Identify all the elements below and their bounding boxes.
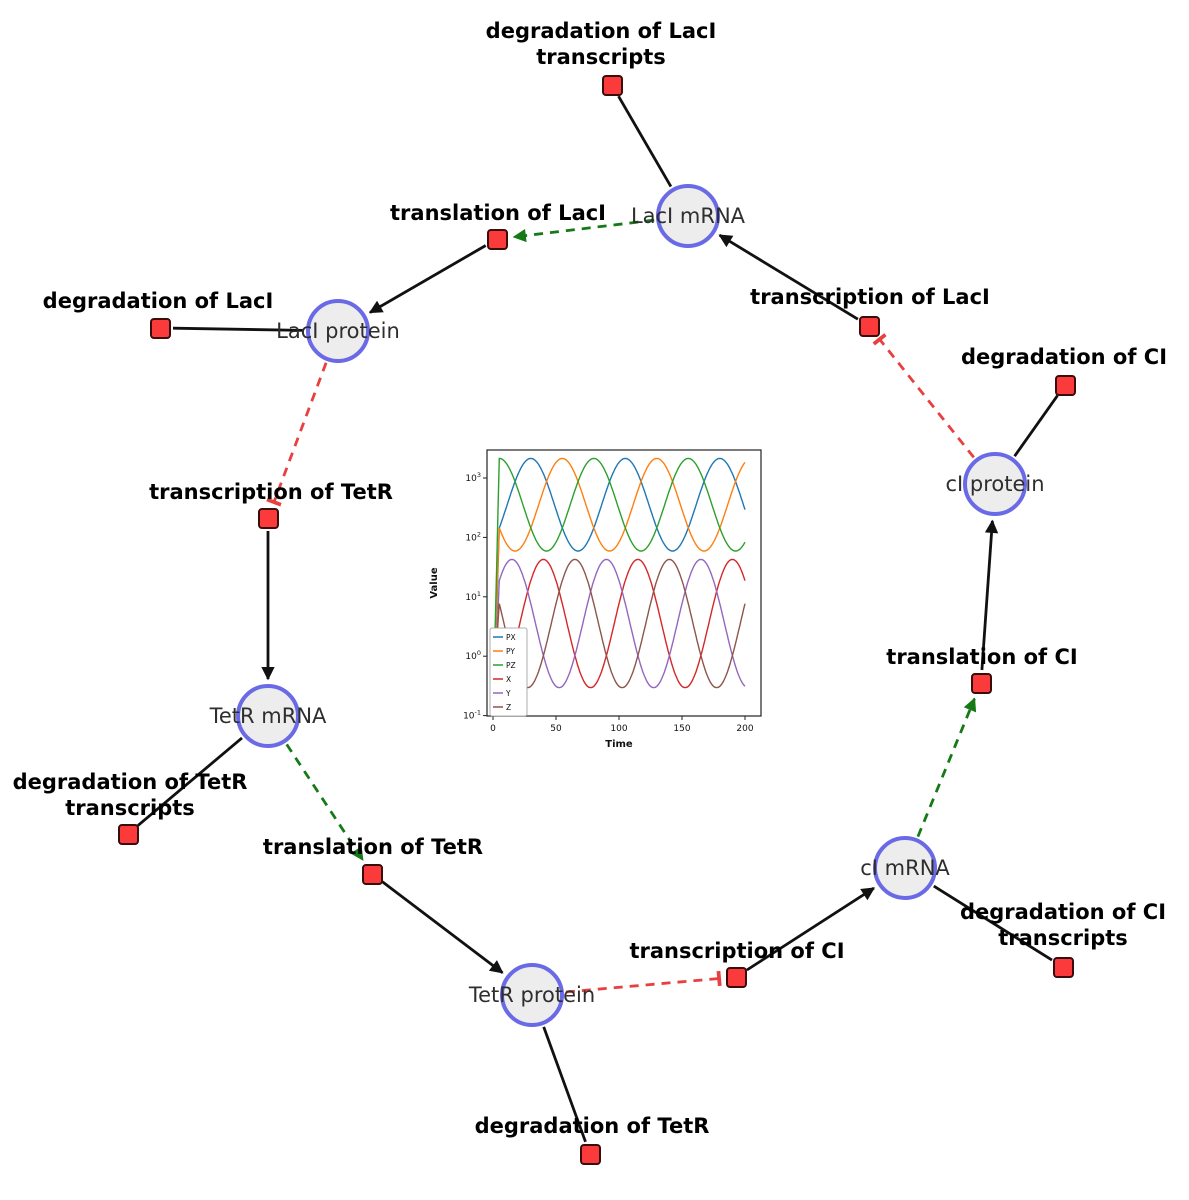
y-tick-label: 100	[465, 649, 481, 662]
x-tick-label: 50	[550, 724, 562, 734]
consumption-edge-laci-mrna-to-degradation-of-laci-transcripts	[617, 95, 673, 188]
legend-label-py: PY	[506, 647, 515, 656]
legend-label-x: X	[506, 675, 511, 684]
consumption-edge-tetr-mrna-to-degradation-of-tetr-transcripts	[136, 736, 243, 827]
legend-box	[489, 627, 528, 717]
consumption-edge-ci-mrna-to-degradation-of-ci-transcripts	[933, 884, 1053, 962]
modifier-edge-tetr-mrna-to-translation-of-tetr	[285, 743, 364, 861]
consumption-edge-laci-protein-to-degradation-of-laci	[172, 326, 305, 332]
y-tick-label: 102	[465, 530, 481, 543]
legend-label-pz: PZ	[506, 661, 516, 670]
production-edge-translation-of-tetr-to-tetr-protein	[381, 880, 504, 974]
production-edge-transcription-of-laci-to-laci-mrna	[718, 234, 859, 321]
y-tick-label: 10-1	[463, 709, 481, 722]
series-line-px	[492, 457, 746, 716]
modifier-edge-ci-mrna-to-translation-of-ci	[916, 697, 977, 838]
x-tick-label: 200	[736, 724, 753, 734]
x-tick-label: 0	[490, 724, 496, 734]
consumption-edge-tetr-protein-to-degradation-of-tetr	[542, 1026, 587, 1143]
series-line-y	[492, 558, 746, 716]
y-tick-label: 101	[465, 590, 481, 603]
consumption-edge-ci-protein-to-degradation-of-ci	[1013, 394, 1059, 458]
inhibition-edge-laci-protein-to-transcription-of-tetr	[266, 362, 328, 507]
production-edge-translation-of-ci-to-ci-protein	[980, 519, 999, 671]
series-line-py	[492, 457, 746, 716]
legend-label-z: Z	[506, 703, 511, 712]
legend-label-px: PX	[506, 633, 516, 642]
y-axis-label: Value	[429, 567, 440, 598]
series-line-x	[492, 558, 746, 716]
series-line-z	[492, 558, 746, 716]
production-edge-transcription-of-ci-to-ci-mrna	[746, 886, 876, 972]
x-tick-label: 100	[610, 724, 627, 734]
production-edge-translation-of-laci-to-laci-protein	[368, 244, 487, 314]
modifier-edge-laci-mrna-to-translation-of-laci	[512, 218, 655, 243]
x-tick-label: 150	[673, 724, 690, 734]
x-axis-label: Time	[605, 739, 633, 750]
series-line-pz	[492, 457, 746, 716]
y-tick-label: 103	[465, 471, 481, 484]
inhibition-edge-ci-protein-to-transcription-of-laci	[872, 333, 975, 459]
inhibition-edge-tetr-protein-to-transcription-of-ci	[565, 970, 722, 994]
legend-label-y: Y	[505, 689, 511, 698]
